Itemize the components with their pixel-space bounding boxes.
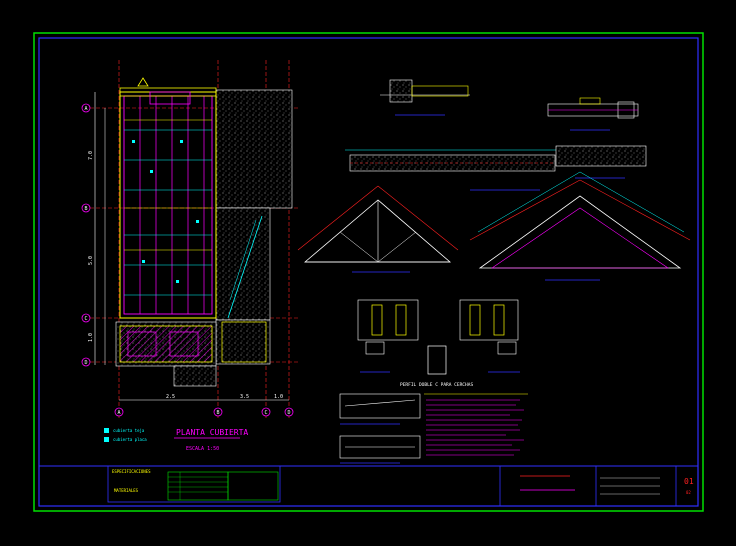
legend-item-2: cubierta placa [113, 437, 147, 442]
top-detail-small [380, 79, 470, 116]
specs-sub: MATERIALES [114, 488, 139, 493]
outer-frame [33, 32, 704, 512]
connection-details: PERFIL DOBLE C PARA CERCHAS [357, 299, 520, 388]
svg-text:A: A [117, 410, 120, 416]
grid-bubbles-cols: A B C D [114, 407, 294, 417]
plan-dim-v3: 1.0 [88, 333, 94, 342]
plan-legend: cubierta teja cubierta placa [104, 428, 147, 442]
plan-dim-h1: 2.5 [166, 394, 175, 400]
title-block: ESPECIFICACIONES MATERIALES 01 02 [39, 465, 698, 506]
inner-frame [38, 37, 699, 507]
svg-text:D: D [84, 360, 87, 366]
svg-text:B: B [84, 206, 87, 212]
sheet-number: 01 [684, 477, 694, 486]
grid-bubbles-rows: A B C D [81, 103, 91, 367]
roof-plan: 7.0 5.0 1.0 2.5 3.5 1.0 A B C D A B C D [81, 60, 300, 420]
plan-dim-h2: 3.5 [240, 394, 249, 400]
section-details-lower [339, 393, 421, 464]
general-notes [424, 393, 528, 456]
plan-dim-v1: 7.0 [88, 151, 94, 160]
plan-scale: ESCALA 1:50 [186, 446, 219, 452]
long-section [345, 145, 647, 191]
truss-elevation-left [297, 185, 459, 273]
plan-title-block: PLANTA CUBIERTA ESCALA 1:50 [174, 428, 248, 452]
svg-text:D: D [287, 410, 290, 416]
svg-text:A: A [84, 106, 87, 112]
legend-item-1: cubierta teja [113, 428, 145, 433]
top-detail-right [547, 97, 639, 131]
plan-title: PLANTA CUBIERTA [176, 428, 248, 437]
plan-dim-h3: 1.0 [274, 394, 283, 400]
specs-header: ESPECIFICACIONES [112, 469, 151, 474]
svg-text:C: C [84, 316, 87, 322]
truss-profile-label: PERFIL DOBLE C PARA CERCHAS [400, 382, 473, 388]
svg-text:B: B [216, 410, 219, 416]
truss-elevation-right [469, 171, 691, 281]
svg-text:C: C [264, 410, 267, 416]
plan-dim-v2: 5.0 [88, 256, 94, 265]
sheet-of: 02 [686, 490, 691, 495]
